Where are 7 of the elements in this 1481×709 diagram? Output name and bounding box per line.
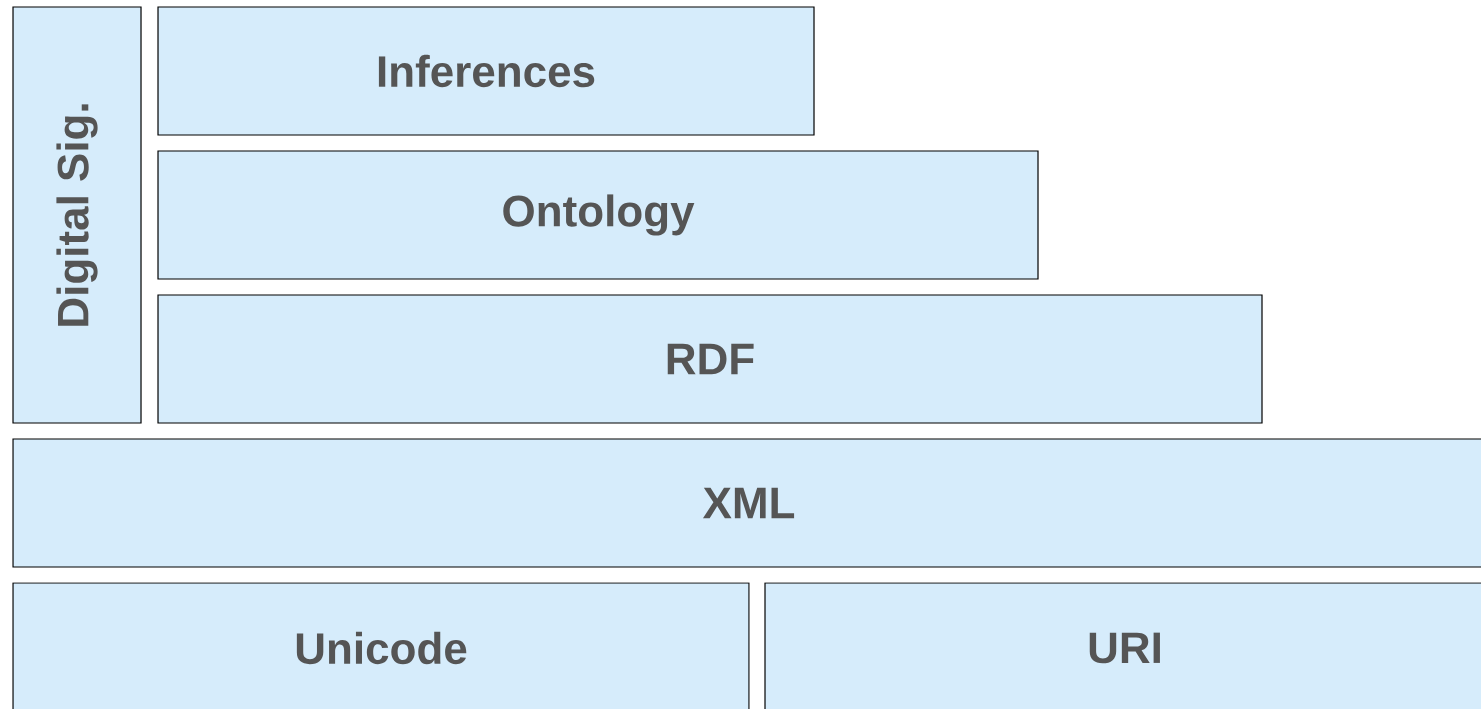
layer-box: Ontology <box>157 150 1039 280</box>
layer-box: XML <box>12 438 1481 568</box>
layer-box: Digital Sig. <box>12 6 142 424</box>
layer-box: RDF <box>157 294 1263 424</box>
layer-box: Unicode <box>12 582 750 709</box>
layer-box: Inferences <box>157 6 815 136</box>
layer-box: URI <box>764 582 1481 709</box>
